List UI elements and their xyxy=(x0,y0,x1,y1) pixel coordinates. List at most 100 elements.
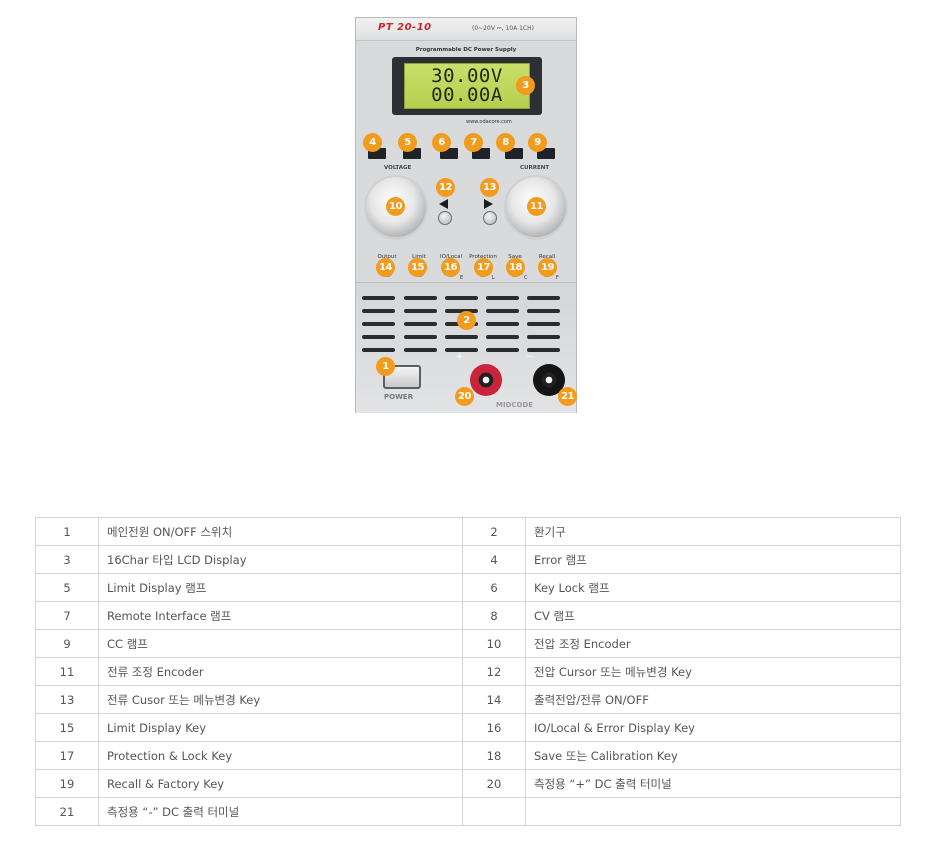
callout-badge: 2 xyxy=(457,311,476,330)
item-number: 3 xyxy=(35,545,99,574)
vent-slot xyxy=(527,296,560,300)
item-description: 16Char 타입 LCD Display xyxy=(98,545,463,574)
item-number: 5 xyxy=(35,573,99,602)
item-description: 측정용 “-” DC 출력 터미널 xyxy=(98,797,463,826)
recall-label: Recall xyxy=(538,254,556,260)
limit-display-lamp xyxy=(403,148,421,159)
key-lock-lamp xyxy=(440,148,458,159)
vent-slot xyxy=(404,348,437,352)
item-number: 15 xyxy=(35,713,99,742)
callout-badge: 13 xyxy=(480,178,499,197)
item-description: 환기구 xyxy=(525,517,901,546)
item-description: CV 램프 xyxy=(525,601,901,630)
callout-badge: 11 xyxy=(527,197,546,216)
item-description: CC 램프 xyxy=(98,629,463,658)
manufacturer-url: www.odacore.com xyxy=(466,119,512,125)
vent-slot xyxy=(362,348,395,352)
vent-slot xyxy=(527,309,560,313)
item-description: Save 또는 Calibration Key xyxy=(525,741,901,770)
callout-badge: 10 xyxy=(386,197,405,216)
vent-slot xyxy=(404,309,437,313)
vent-slot xyxy=(404,335,437,339)
bottom-model-text: MIDCODE xyxy=(496,401,534,409)
callout-badge: 8 xyxy=(496,133,515,152)
arrow-right-icon xyxy=(484,199,493,209)
cc-lamp xyxy=(537,148,555,159)
vent-slot xyxy=(486,335,519,339)
callout-badge: 15 xyxy=(408,258,427,277)
item-number: 8 xyxy=(462,601,526,630)
item-description: Recall & Factory Key xyxy=(98,769,463,798)
callout-badge: 9 xyxy=(528,133,547,152)
item-description: Limit Display 램프 xyxy=(98,573,463,602)
item-description: 전류 Cusor 또는 메뉴변경 Key xyxy=(98,685,463,714)
vent-slot xyxy=(486,348,519,352)
item-number: 1 xyxy=(35,517,99,546)
current-label: CURRENT xyxy=(520,165,550,171)
panel-title: Programmable DC Power Supply xyxy=(415,47,517,53)
vent-slot xyxy=(527,348,560,352)
item-number: 19 xyxy=(35,769,99,798)
save-label: Save xyxy=(508,254,522,260)
item-description: Limit Display Key xyxy=(98,713,463,742)
vent-slot xyxy=(404,296,437,300)
error-lamp xyxy=(368,148,386,159)
callout-badge: 17 xyxy=(474,258,493,277)
lcd-display: 30.00V 00.00A xyxy=(404,63,530,109)
plus-output-terminal[interactable] xyxy=(470,364,502,396)
item-number: 13 xyxy=(35,685,99,714)
sub-letter-e: E xyxy=(460,275,464,281)
item-number: 6 xyxy=(462,573,526,602)
callout-badge: 5 xyxy=(398,133,417,152)
vent-slot xyxy=(445,348,478,352)
callout-badge: 12 xyxy=(436,178,455,197)
vent-slot xyxy=(362,309,395,313)
power-supply-front-panel: PT 20-10 (0~20V ⎓, 10A 1CH) Programmable… xyxy=(355,17,577,413)
arrow-left-icon xyxy=(439,199,448,209)
voltage-label: VOLTAGE xyxy=(384,165,412,171)
remote-interface-lamp xyxy=(472,148,490,159)
item-description: 전류 조정 Encoder xyxy=(98,657,463,686)
item-description: Protection & Lock Key xyxy=(98,741,463,770)
item-description: 출력전압/전류 ON/OFF xyxy=(525,685,901,714)
power-label: POWER xyxy=(384,393,413,401)
item-number: 11 xyxy=(35,657,99,686)
item-description: 전압 Cursor 또는 메뉴변경 Key xyxy=(525,657,901,686)
item-description: 메인전원 ON/OFF 스위치 xyxy=(98,517,463,546)
item-number: 21 xyxy=(35,797,99,826)
item-number: 9 xyxy=(35,629,99,658)
callout-badge: 20 xyxy=(455,387,474,406)
io-local-label: IO/Local xyxy=(439,254,463,260)
vent-slot xyxy=(527,322,560,326)
current-cursor-button[interactable] xyxy=(483,211,497,225)
item-number xyxy=(462,797,526,826)
vent-slot xyxy=(486,322,519,326)
vent-slot xyxy=(362,322,395,326)
item-description: Key Lock 램프 xyxy=(525,573,901,602)
item-description: IO/Local & Error Display Key xyxy=(525,713,901,742)
callout-badge: 6 xyxy=(432,133,451,152)
callout-badge: 1 xyxy=(376,357,395,376)
item-number: 12 xyxy=(462,657,526,686)
plus-sign: + xyxy=(456,352,464,362)
item-number: 20 xyxy=(462,769,526,798)
lcd-voltage-readout: 30.00V xyxy=(431,65,503,87)
voltage-cursor-button[interactable] xyxy=(438,211,452,225)
minus-sign: − xyxy=(526,352,534,362)
vent-slot xyxy=(404,322,437,326)
item-number: 4 xyxy=(462,545,526,574)
callout-badge: 3 xyxy=(516,76,535,95)
model-label-strip: PT 20-10 (0~20V ⎓, 10A 1CH) xyxy=(356,18,576,41)
item-number: 17 xyxy=(35,741,99,770)
callout-badge: 4 xyxy=(363,133,382,152)
callout-badge: 21 xyxy=(558,387,577,406)
callout-badge: 18 xyxy=(506,258,525,277)
